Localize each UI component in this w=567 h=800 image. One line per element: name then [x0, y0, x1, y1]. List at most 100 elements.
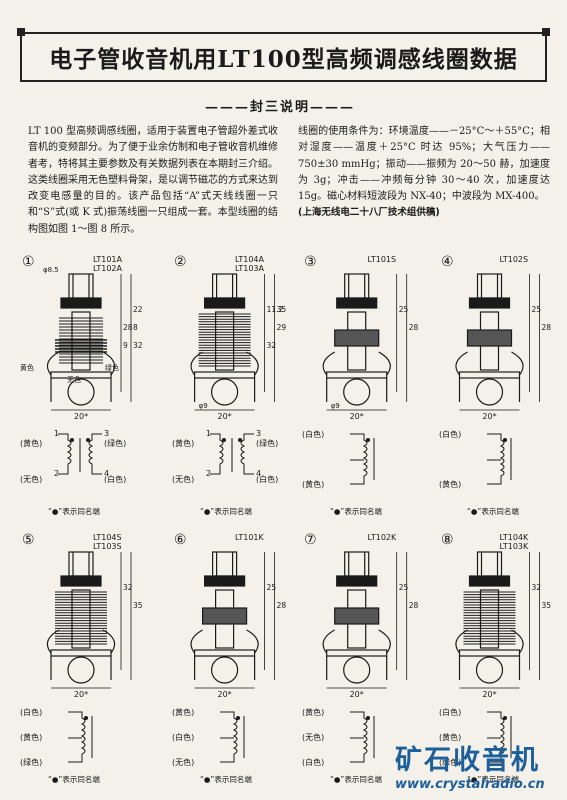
- pin-label: (黄色): [439, 732, 461, 742]
- figure-number: ④: [441, 254, 454, 270]
- body-left-paragraph: LT 100 型高频调感线圈，适用于装置电子管超外差式收音机的变频部分。为了便于…: [28, 126, 278, 235]
- schematic: [487, 711, 512, 763]
- pin-label: (无色): [172, 757, 194, 767]
- dimension-label: 35: [277, 305, 287, 314]
- watermark-logo: 矿石收音机 www.crystalradio.cn: [395, 738, 565, 796]
- coil-collar: [336, 297, 378, 309]
- schematic: [487, 433, 512, 485]
- coil-collar: [203, 575, 246, 587]
- pin-label: (白色): [302, 429, 324, 439]
- coil-drawing: [322, 273, 408, 411]
- dimension-label: 29: [277, 323, 287, 332]
- dimension-label: 25: [399, 305, 409, 314]
- coil-winding-block: [334, 329, 380, 347]
- pin-label: (白色): [439, 429, 461, 439]
- coil-drawing: [190, 273, 275, 411]
- figure-note: “●”表示同名端: [48, 774, 100, 784]
- pin-label: (黄色): [302, 479, 324, 489]
- lead-color-label: 绿色: [105, 363, 119, 372]
- dot-marker: [84, 716, 88, 720]
- winding: [487, 433, 505, 485]
- coil-winding-block: [334, 607, 380, 625]
- coil-collar: [203, 297, 246, 309]
- pin-label: (白色): [302, 757, 324, 767]
- dot-marker: [86, 438, 90, 442]
- coil-bottom: [210, 656, 239, 684]
- coil-drawing: [46, 273, 132, 411]
- pin-number: 4: [104, 469, 109, 478]
- schematic: [350, 433, 375, 485]
- lead-wire: [102, 629, 116, 654]
- pin-label: (黄色): [302, 707, 324, 717]
- dimension-label: 20*: [74, 412, 88, 421]
- winding: [350, 433, 368, 485]
- dimension-label: 28: [123, 323, 133, 332]
- lead-wire: [46, 351, 60, 376]
- winding: [68, 711, 86, 763]
- lead-wire: [455, 351, 468, 376]
- dot-marker: [366, 438, 370, 442]
- model-label: LT102A: [93, 264, 123, 273]
- coil-drawing: [46, 551, 132, 689]
- lead-wire: [378, 629, 391, 654]
- pin-number: 3: [256, 429, 261, 438]
- winding: [220, 711, 238, 763]
- pin-label: (黄色): [439, 479, 461, 489]
- secondary-winding: [240, 433, 254, 475]
- dimension-label: φ8.5: [43, 266, 59, 274]
- coil-base: [458, 371, 521, 379]
- coil-base: [50, 371, 112, 379]
- coil-bobbin: [71, 311, 91, 371]
- pin-label: (黄色): [172, 707, 194, 717]
- dimension-label: 28: [542, 323, 552, 332]
- lead-wire: [190, 351, 203, 376]
- lead-wire: [246, 629, 259, 654]
- coil-collar: [336, 575, 378, 587]
- dimension-label: 25: [267, 583, 277, 592]
- dimension-label: 32: [123, 583, 133, 592]
- figure-number: ①: [22, 254, 35, 270]
- pin-label: (无色): [172, 474, 194, 484]
- dimension-label: 20*: [218, 412, 232, 421]
- dimension-label: 22: [133, 305, 143, 314]
- dimension-label: φ9: [331, 402, 340, 410]
- pin-number: 1: [206, 429, 211, 438]
- dimension-label: 11.2: [267, 305, 284, 314]
- figure-number: ⑤: [22, 532, 35, 548]
- model-label: LT101A: [93, 255, 123, 264]
- figure-number: ③: [304, 254, 317, 270]
- pin-label: (绿色): [20, 757, 42, 767]
- figure-note: “●”表示同名端: [467, 774, 519, 784]
- winding: [350, 711, 368, 763]
- dot-marker: [238, 438, 242, 442]
- pin-label: (无色): [20, 474, 42, 484]
- figure-note: “●”表示同名端: [200, 506, 252, 516]
- figure-note: “●”表示同名端: [200, 774, 252, 784]
- model-label: LT101S: [368, 255, 397, 264]
- pin-label: (绿色): [256, 438, 278, 448]
- dimension-label: 28: [409, 601, 419, 610]
- lead-wire: [511, 629, 524, 654]
- dimension-label: 32: [267, 341, 277, 350]
- coil-collar: [60, 575, 102, 587]
- coil-base: [458, 649, 521, 657]
- pin-number: 2: [206, 469, 211, 478]
- pin-label: (白色): [104, 474, 126, 484]
- coil-bottom: [343, 378, 371, 406]
- coil-collar: [468, 575, 511, 587]
- lead-color-label: 黄色: [20, 363, 34, 372]
- lead-wire: [322, 629, 335, 654]
- primary-winding: [210, 433, 224, 475]
- lead-wire: [102, 351, 116, 376]
- coil-base: [326, 649, 388, 657]
- dimension-label: 32: [532, 583, 542, 592]
- dimension-label: 20*: [74, 690, 88, 699]
